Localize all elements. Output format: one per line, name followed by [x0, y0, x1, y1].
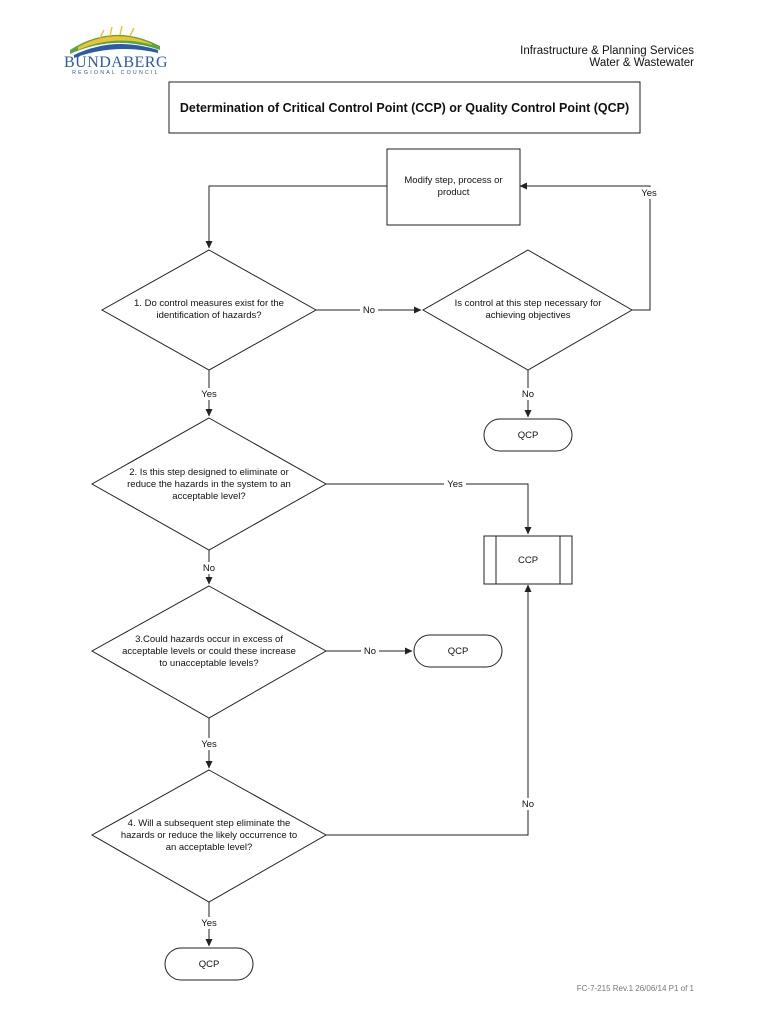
terminal-qcp-2-label: QCP — [448, 646, 469, 657]
decision-q2-label-1: 2. Is this step designed to eliminate or — [129, 467, 288, 478]
edge-label-q4-no: No — [522, 799, 534, 810]
edge-q4-no — [326, 584, 532, 836]
decision-q1: 1. Do control measures exist for the ide… — [100, 249, 318, 371]
edge-label-necessary-no: No — [522, 389, 534, 400]
council-logo: BUNDABERG REGIONAL COUNCIL — [64, 25, 168, 76]
decision-q4-label-2: hazards or reduce the likely occurrence … — [121, 830, 297, 841]
edge-label-q3-no: No — [364, 646, 376, 657]
terminal-qcp-1: QCP — [483, 418, 573, 452]
edge-label-q1-no: No — [363, 305, 375, 316]
logo-org-name: BUNDABERG — [64, 54, 168, 71]
logo-emblem-icon — [70, 25, 160, 58]
decision-q3-label-2: acceptable levels or could these increas… — [122, 646, 296, 657]
process-ccp: CCP — [483, 535, 573, 585]
decision-q2: 2. Is this step designed to eliminate or… — [90, 417, 328, 551]
node-modify-step: Modify step, process or product — [386, 148, 521, 226]
decision-q2-label-3: acceptable level? — [172, 491, 245, 502]
edge-label-q1-yes: Yes — [201, 389, 217, 400]
decision-q4-label-3: an acceptable level? — [166, 842, 253, 853]
edge-label-q2-yes: Yes — [447, 479, 463, 490]
decision-q3-label-3: to unacceptable levels? — [159, 658, 258, 669]
page-title: Determination of Critical Control Point … — [180, 101, 629, 115]
edge-labels: No Yes No Yes Yes No No Yes No Yes — [198, 187, 660, 929]
edge-label-q4-yes: Yes — [201, 918, 217, 929]
terminal-qcp-1-label: QCP — [518, 430, 539, 441]
edge-label-q3-yes: Yes — [201, 739, 217, 750]
logo-org-subtitle: REGIONAL COUNCIL — [72, 70, 160, 76]
decision-q4: 4. Will a subsequent step eliminate the … — [90, 769, 328, 903]
decision-necessary-label-1: Is control at this step necessary for — [455, 298, 602, 309]
decision-q1-label-1: 1. Do control measures exist for the — [134, 298, 284, 309]
edge-label-q2-no: No — [203, 563, 215, 574]
decision-necessary-label-2: achieving objectives — [485, 310, 570, 321]
node-modify-step-label-1: Modify step, process or — [404, 175, 502, 186]
decision-q1-label-2: identification of hazards? — [156, 310, 261, 321]
decision-q3-label-1: 3.Could hazards occur in excess of — [135, 634, 283, 645]
edge-modify-to-q1 — [205, 185, 387, 249]
terminal-qcp-2: QCP — [413, 634, 503, 668]
node-modify-step-label-2: product — [438, 187, 470, 198]
department-label: Infrastructure & Planning Services — [520, 45, 694, 57]
terminal-qcp-3-label: QCP — [199, 959, 220, 970]
terminal-qcp-3: QCP — [164, 947, 254, 981]
decision-necessary: Is control at this step necessary for ac… — [421, 249, 634, 371]
decision-q3: 3.Could hazards occur in excess of accep… — [90, 585, 328, 719]
section-label: Water & Wastewater — [589, 57, 694, 69]
decision-q4-label-1: 4. Will a subsequent step eliminate the — [128, 818, 291, 829]
title-box — [168, 81, 641, 134]
decision-q2-label-2: reduce the hazards in the system to an — [127, 479, 291, 490]
document-reference: FC-7-215 Rev.1 26/06/14 P1 of 1 — [577, 984, 695, 993]
process-ccp-label: CCP — [518, 555, 538, 566]
edge-q2-yes — [326, 483, 532, 535]
edge-label-necessary-yes: Yes — [641, 188, 657, 199]
edge-necessary-yes — [519, 182, 651, 311]
